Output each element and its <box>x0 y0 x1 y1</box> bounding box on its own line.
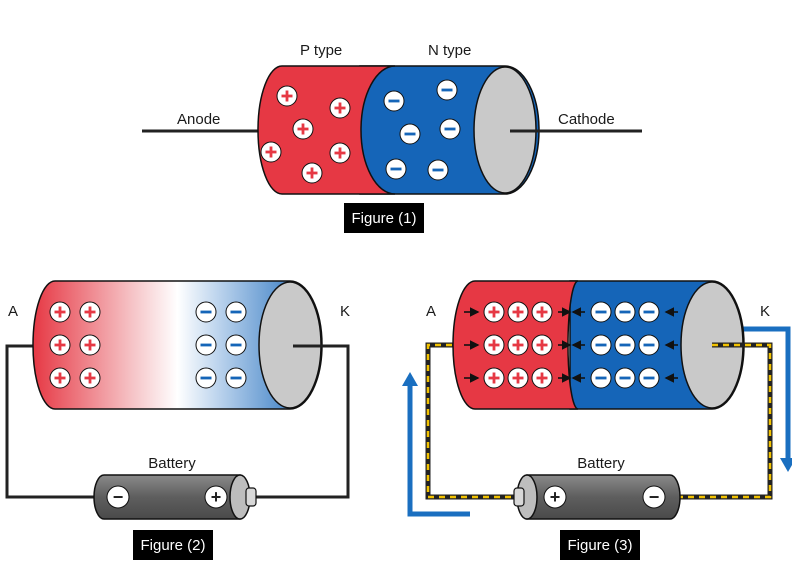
hole-icon <box>483 334 505 356</box>
hole-icon <box>483 367 505 389</box>
hole-icon <box>49 301 71 323</box>
hole-icon <box>531 301 553 323</box>
electron-icon <box>590 334 612 356</box>
electron-icon <box>590 301 612 323</box>
n-type-label: N type <box>428 42 471 59</box>
electron-icon <box>195 367 217 389</box>
figure-2-holes <box>49 301 101 389</box>
battery-3-positive-icon: + <box>550 487 561 507</box>
figure-2-wire-left <box>5 344 96 499</box>
electron-icon <box>436 79 458 101</box>
electron-icon <box>614 301 636 323</box>
current-arrow-left-head <box>402 372 418 386</box>
electron-icon <box>638 301 660 323</box>
electron-icon <box>383 90 405 112</box>
electron-icon <box>638 367 660 389</box>
figure-1-caption: Figure (1) <box>351 210 416 227</box>
electron-icon <box>614 334 636 356</box>
electron-icon <box>225 301 247 323</box>
hole-icon <box>329 97 351 119</box>
current-arrow-right <box>727 326 791 462</box>
figure-1-caption-bg <box>344 203 424 233</box>
holes-group <box>260 85 351 184</box>
hole-icon <box>49 334 71 356</box>
figure-2-battery-label: Battery <box>148 455 196 472</box>
figure-3-electrons <box>590 301 660 389</box>
hole-icon <box>49 367 71 389</box>
figure-2: A K Battery − + Figure (2) <box>5 280 350 560</box>
figure-3-battery: + − <box>513 474 681 520</box>
figure-2-a-label: A <box>8 303 18 320</box>
hole-icon <box>79 334 101 356</box>
electron-icon <box>225 367 247 389</box>
battery-3-negative-icon: − <box>649 487 660 507</box>
hole-icon <box>507 301 529 323</box>
hole-icon <box>531 334 553 356</box>
battery-negative-icon: − <box>113 487 124 507</box>
electron-icon <box>614 367 636 389</box>
anode-label: Anode <box>177 111 220 128</box>
electron-icon <box>195 301 217 323</box>
figure-2-electrons <box>195 301 247 389</box>
electron-icon <box>225 334 247 356</box>
figure-3-a-label: A <box>426 303 436 320</box>
hole-icon <box>276 85 298 107</box>
electron-icon <box>427 159 449 181</box>
hole-icon <box>260 141 282 163</box>
cathode-label: Cathode <box>558 111 615 128</box>
current-arrow-right-head <box>780 458 792 472</box>
figure-3: A K Battery + − Figure (3) <box>402 280 792 560</box>
electrons-group <box>383 79 461 181</box>
electron-icon <box>439 118 461 140</box>
figure-1: P type N type Anode Cathode Figure (1) <box>142 42 642 233</box>
figure-3-k-label: K <box>760 303 770 320</box>
electron-icon <box>195 334 217 356</box>
current-arrow-left <box>407 382 470 517</box>
hole-icon <box>507 334 529 356</box>
figure-2-caption-bg <box>133 530 213 560</box>
figure-2-caption: Figure (2) <box>140 537 205 554</box>
figure-2-k-label: K <box>340 303 350 320</box>
figure-2-battery: − + <box>93 474 257 520</box>
hole-icon <box>483 301 505 323</box>
electron-icon <box>638 334 660 356</box>
hole-icon <box>507 367 529 389</box>
depletion-body <box>32 280 323 410</box>
electron-icon <box>590 367 612 389</box>
hole-icon <box>79 301 101 323</box>
figure-3-holes <box>483 301 553 389</box>
hole-icon <box>531 367 553 389</box>
p-type-label: P type <box>300 42 342 59</box>
hole-icon <box>301 162 323 184</box>
figure-3-battery-label: Battery <box>577 455 625 472</box>
hole-icon <box>79 367 101 389</box>
electron-icon <box>385 158 407 180</box>
figure-3-caption: Figure (3) <box>567 537 632 554</box>
battery-positive-icon: + <box>211 487 222 507</box>
hole-icon <box>292 118 314 140</box>
electron-icon <box>399 123 421 145</box>
hole-icon <box>329 142 351 164</box>
figure-3-flow-arrows <box>464 307 678 383</box>
figure-3-caption-bg <box>560 530 640 560</box>
